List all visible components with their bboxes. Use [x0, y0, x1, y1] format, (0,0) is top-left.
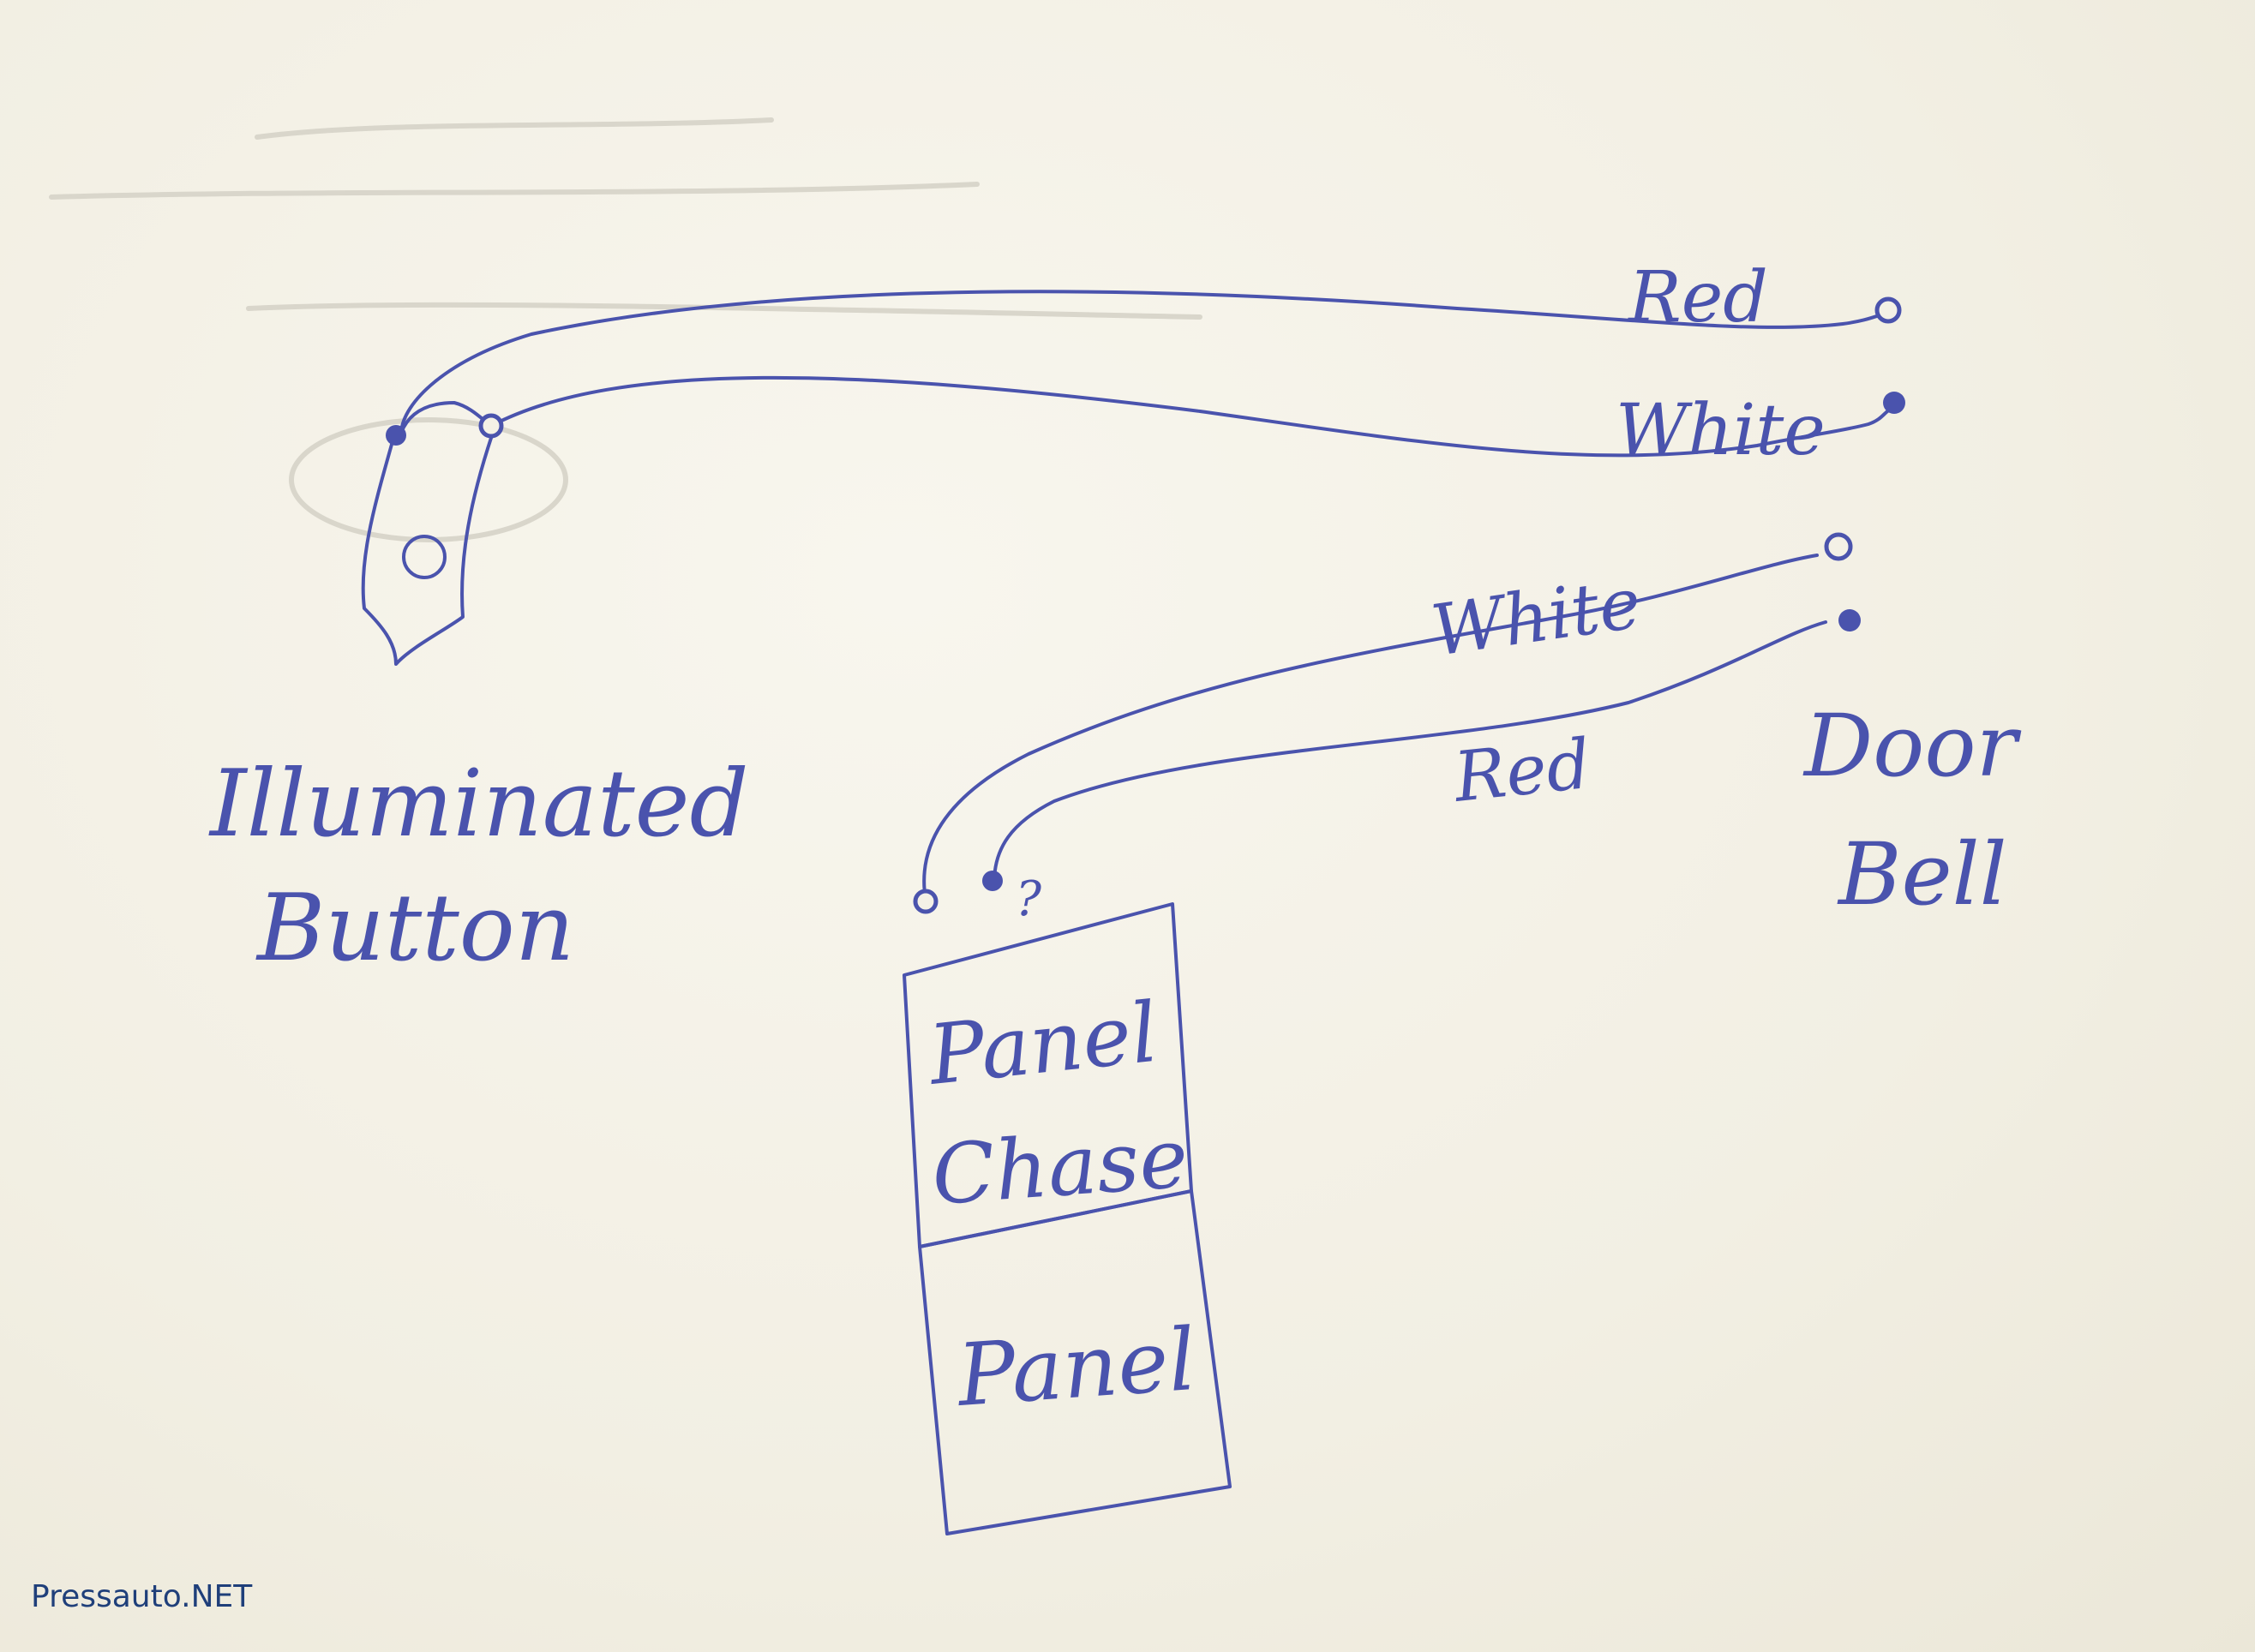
wire-red-top	[399, 290, 1887, 434]
label-door: Door	[1802, 696, 2022, 796]
label-wire-red-top: Red	[1627, 257, 1768, 338]
chase-terminal-left	[913, 889, 939, 914]
button-terminal-right	[478, 413, 504, 439]
chase-terminal-right	[982, 871, 1003, 891]
label-wire-white-top: White	[1616, 390, 1826, 471]
label-illuminated: Illuminated	[208, 751, 749, 858]
wire-red-lower	[993, 620, 1827, 884]
label-question-mark: ?	[1016, 871, 1042, 927]
button-terminal-left	[386, 425, 406, 446]
label-panel-chase-2: Chase	[929, 1110, 1191, 1224]
bell-terminal-1	[1874, 296, 1902, 324]
bell-terminal-4	[1838, 609, 1861, 631]
label-wire-red-lower: Red	[1448, 724, 1594, 817]
button-lamp-icon	[402, 535, 447, 579]
bell-terminal-3	[1824, 532, 1853, 561]
paper-show-through	[49, 117, 1202, 542]
watermark: Pressauto.NET	[31, 1579, 253, 1614]
label-button: Button	[255, 875, 574, 982]
panel-box	[918, 1189, 1232, 1535]
label-wire-white-lower: White	[1427, 563, 1646, 673]
label-panel: Panel	[953, 1309, 1199, 1426]
label-panel-chase-1: Panel	[923, 985, 1162, 1104]
wire-white-lower	[922, 554, 1819, 901]
label-bell: Bell	[1837, 824, 2007, 925]
bell-terminal-2	[1883, 392, 1905, 414]
button-outline	[361, 431, 495, 666]
wire-white-top	[489, 375, 1892, 458]
